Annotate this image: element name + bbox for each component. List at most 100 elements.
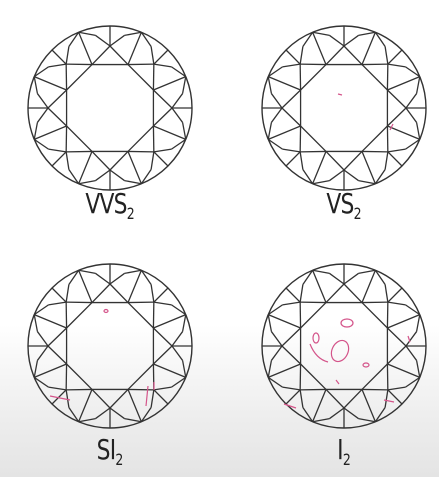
kite-edge [362,270,375,302]
table-edge [362,303,387,328]
star-facet [387,328,406,346]
girdle-facet [124,270,141,273]
inclusion-mark [336,380,339,384]
girdle-facet [183,360,186,377]
inclusion-mark [146,386,148,406]
grade-label-vs2: VS2 [266,190,422,228]
inclusion-mark [341,319,353,327]
kite-edge [388,288,402,302]
kite-edge [128,32,141,64]
upper-girdle-facet [406,346,417,360]
inclusion-mark [313,333,319,343]
girdle-facet [268,315,271,332]
girdle-facet [124,419,141,422]
upper-girdle-facet [344,170,358,181]
upper-girdle-facet [48,64,66,67]
kite-edge [286,50,300,64]
kite-edge [387,77,419,90]
inclusion-mark [310,344,328,362]
star-facet [110,284,128,303]
upper-girdle-facet [110,408,124,419]
upper-girdle-facet [330,273,344,284]
kite-edge [154,390,168,404]
kite-edge [388,50,402,64]
upper-girdle-facet [154,302,172,305]
upper-girdle-facet [110,273,124,284]
table-edge [362,364,387,389]
grade-cell-i2: I2 [244,246,439,481]
grade-label-vvs2: VVS2 [32,190,188,228]
kite-edge [286,288,300,302]
table-edge [362,65,387,90]
star-facet [282,346,301,364]
kite-edge [362,151,375,183]
star-facet [48,346,67,364]
upper-girdle-facet [37,94,48,108]
kite-edge [153,315,185,328]
girdle-facet [79,32,96,35]
upper-girdle-facet [271,332,282,346]
girdle-facet [358,270,375,273]
star-facet [344,46,362,65]
table-edge [128,303,153,328]
table-edge [301,364,326,389]
upper-girdle-facet [330,35,344,46]
kite-edge [268,364,300,377]
table-edge [67,364,92,389]
upper-girdle-facet [344,408,358,419]
upper-girdle-facet [282,302,300,305]
star-facet [153,108,172,126]
star-facet [326,389,344,408]
diamond-vvs2-icon [10,8,210,208]
upper-girdle-facet [151,46,154,64]
upper-girdle-facet [154,64,172,67]
kite-edge [79,389,92,421]
kite-edge [313,151,326,183]
table-edge [301,303,326,328]
grade-label-si2: SI2 [32,436,188,474]
girdle-facet [79,270,96,273]
girdle-facet [358,181,375,184]
upper-girdle-facet [110,170,124,181]
star-facet [153,90,172,108]
upper-girdle-facet [300,390,303,408]
upper-girdle-facet [66,152,69,170]
table-edge [67,303,92,328]
upper-girdle-facet [282,387,300,390]
grade-sub: 2 [127,204,135,223]
upper-girdle-facet [385,46,388,64]
upper-girdle-facet [154,387,172,390]
kite-edge [79,270,92,302]
upper-girdle-facet [271,108,282,122]
star-facet [153,328,172,346]
girdle-facet [34,315,37,332]
upper-girdle-facet [96,408,110,419]
diamond-i2-icon [244,246,439,446]
upper-girdle-facet [300,152,303,170]
upper-girdle-facet [385,284,388,302]
upper-girdle-facet [282,64,300,67]
star-facet [326,151,344,170]
upper-girdle-facet [37,332,48,346]
girdle-facet [124,181,141,184]
star-facet [387,346,406,364]
table-edge [67,65,92,90]
upper-girdle-facet [151,284,154,302]
star-facet [92,284,110,303]
upper-girdle-facet [282,149,300,152]
upper-girdle-facet [330,170,344,181]
diamond-vs2-icon [244,8,439,208]
star-facet [326,46,344,65]
girdle-facet [417,315,420,332]
table-edge [301,126,326,151]
star-facet [387,108,406,126]
kite-edge [154,152,168,166]
kite-edge [128,270,141,302]
inclusion-mark [328,338,352,365]
grade-base: SI [97,433,116,466]
star-facet [344,151,362,170]
inclusion-mark [363,363,369,367]
kite-edge [313,389,326,421]
upper-girdle-facet [388,387,406,390]
